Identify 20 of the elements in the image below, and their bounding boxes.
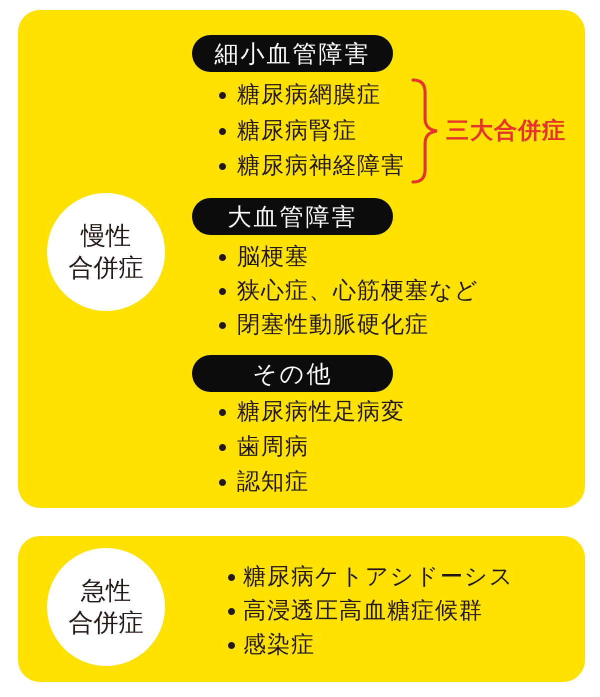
category-panel	[18, 10, 585, 508]
list-item: 糖尿病腎症	[237, 117, 357, 146]
list-item: 糖尿病網膜症	[237, 81, 381, 110]
category-circle: 慢性合併症	[47, 193, 165, 311]
list-item: 閉塞性動脈硬化症	[237, 311, 429, 340]
section-header: 細小血管障害	[192, 35, 393, 72]
section-header: 大血管障害	[192, 198, 393, 235]
category-panel	[18, 536, 585, 682]
list-item: 感染症	[243, 631, 315, 660]
list-item: 狭心症、心筋梗塞など	[237, 277, 479, 306]
list-item: 認知症	[237, 468, 309, 497]
section-header: その他	[192, 355, 393, 392]
category-circle: 急性合併症	[47, 548, 165, 666]
list-item: 糖尿病神経障害	[237, 152, 405, 181]
list-item: 脳梗塞	[237, 243, 309, 272]
list-item: 歯周病	[237, 433, 309, 462]
list-item: 高浸透圧高血糖症候群	[243, 597, 483, 626]
group-label: 三大合併症	[446, 117, 566, 146]
list-item: 糖尿病性足病変	[237, 398, 405, 427]
list-item: 糖尿病ケトアシドーシス	[243, 563, 514, 592]
